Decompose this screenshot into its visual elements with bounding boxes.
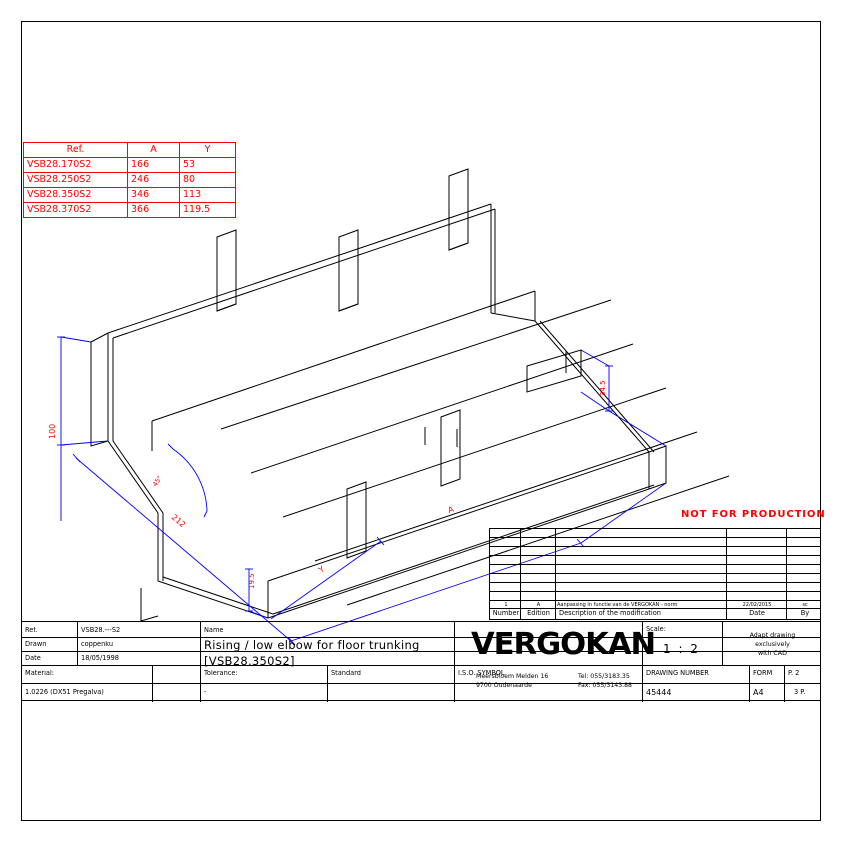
- ref-value: VSB28.---S2: [81, 627, 121, 634]
- tb-vline-name: [200, 622, 201, 702]
- ref-table-header-y: Y: [179, 142, 236, 158]
- company-address: Meersbloem Melden 16 9700 Oudenaarde: [476, 672, 548, 690]
- page-value: 3 P.: [794, 689, 806, 696]
- revision-col-divider-4: [786, 529, 787, 619]
- tb-vline-scale: [642, 622, 643, 702]
- revision-edition: A: [536, 602, 541, 608]
- fax: Fax: 055/3143.88: [578, 682, 632, 689]
- revision-date: 22/02/2015: [742, 602, 772, 608]
- revision-header-description: Description of the modification: [559, 609, 661, 617]
- table-row: VSB28.250S2 246 80: [23, 172, 236, 188]
- revision-header-edition: Edition: [527, 609, 550, 617]
- table-row: VSB28.370S2 366 119.5: [23, 202, 236, 218]
- ref-cell-a: 246: [127, 172, 180, 188]
- revision-header-date: Date: [749, 609, 765, 617]
- date-label: Date: [25, 655, 41, 662]
- tb-vline-page2: [784, 683, 785, 702]
- scale-value: 1 : 2: [663, 642, 700, 656]
- ref-cell-y: 53: [179, 157, 236, 173]
- revision-header-number: Number: [492, 609, 520, 617]
- revision-col-divider-3: [726, 529, 727, 619]
- tb-vline-form: [749, 665, 750, 702]
- ref-label: Ref.: [25, 627, 38, 634]
- revision-data-row: 1 A Aanpassing in functie van de VERGOKA…: [490, 600, 820, 610]
- tb-vline-mat: [152, 665, 153, 702]
- tolerance-value: -: [204, 689, 207, 696]
- revision-empty-row: [490, 538, 820, 548]
- revision-col-divider-1: [520, 529, 521, 619]
- address-line-1: Meersbloem Melden 16: [476, 673, 549, 680]
- tb-vline-tol: [327, 665, 328, 702]
- adapt-note-line2: exclusively: [755, 641, 790, 648]
- adapt-note-line1: Adapt drawing: [749, 632, 796, 639]
- revision-empty-row: [490, 600, 820, 610]
- tolerance-label: Tolerance:: [204, 670, 238, 677]
- tb-hline-page: [784, 683, 820, 684]
- table-row: VSB28.350S2 346 113: [23, 187, 236, 203]
- ref-table-header-row: Ref. A Y: [23, 142, 236, 158]
- iso-symbol-label: I.S.O. SYMBOL: [458, 670, 505, 677]
- address-line-2: 9700 Oudenaarde: [476, 682, 532, 689]
- revision-header-row: Number Edition Description of the modifi…: [490, 608, 820, 619]
- ref-cell-y: 113: [179, 187, 236, 203]
- revision-empty-row: [490, 556, 820, 566]
- ref-cell-y: 119.5: [179, 202, 236, 218]
- revision-header-by: By: [800, 609, 810, 617]
- tb-hline-1: [22, 637, 820, 638]
- revision-description: Aanpassing in functie van de VERGOKAN - …: [557, 602, 678, 608]
- tb-vline-logo: [454, 622, 455, 702]
- ref-cell-ref: VSB28.250S2: [23, 172, 128, 188]
- part-name-line1: Rising / low elbow for floor trunking: [204, 638, 420, 652]
- tb-hline-4: [22, 683, 820, 684]
- ref-table-header-a: A: [127, 142, 180, 158]
- revision-empty-row: [490, 592, 820, 602]
- revision-col-divider-2: [555, 529, 556, 619]
- form-value: A4: [753, 689, 764, 697]
- standard-label: Standard: [331, 670, 361, 677]
- revision-empty-row: [490, 565, 820, 575]
- telephone: Tel: 055/3183.35: [578, 673, 630, 680]
- material-value: 1.0226 (DX51 Pregalva): [25, 689, 104, 696]
- revision-grid: [490, 529, 820, 619]
- ref-cell-y: 80: [179, 172, 236, 188]
- reference-table: Ref. A Y VSB28.170S2 166 53 VSB28.250S2 …: [23, 142, 236, 218]
- drawing-number-value: 45444: [646, 689, 672, 697]
- revision-empty-row: [490, 547, 820, 557]
- revision-empty-row: [490, 529, 820, 539]
- tb-hline-3: [22, 665, 820, 666]
- revision-empty-row: [490, 574, 820, 584]
- revision-block: 1 A Aanpassing in functie van de VERGOKA…: [489, 528, 821, 620]
- tb-hline-2: [22, 651, 820, 652]
- table-row: VSB28.170S2 166 53: [23, 157, 236, 173]
- page-label: P. 2: [788, 670, 800, 677]
- revision-number: 1: [504, 602, 508, 608]
- drawn-label: Drawn: [25, 641, 47, 648]
- company-contact: Tel: 055/3183.35 Fax: 055/3143.88: [578, 672, 632, 690]
- revision-empty-row: [490, 583, 820, 593]
- adapt-note-line3: with CAD: [758, 650, 787, 657]
- not-for-production-warning: NOT FOR PRODUCTION: [681, 509, 826, 520]
- company-logo: VERGOKAN: [471, 627, 656, 662]
- tb-vline-ref: [77, 622, 78, 665]
- ref-cell-a: 166: [127, 157, 180, 173]
- ref-cell-ref: VSB28.350S2: [23, 187, 128, 203]
- tb-vline-adapt: [722, 622, 723, 665]
- ref-table-header-ref: Ref.: [23, 142, 128, 158]
- ref-cell-ref: VSB28.170S2: [23, 157, 128, 173]
- material-label: Material:: [25, 670, 55, 677]
- date-value: 18/05/1998: [81, 655, 120, 662]
- title-block: Ref. VSB28.---S2 Drawn coppenku Date 18/…: [21, 621, 821, 702]
- drawn-value: coppenku: [81, 641, 114, 648]
- name-label: Name: [204, 627, 224, 634]
- form-label: FORM: [753, 670, 773, 677]
- revision-by: sc: [802, 602, 808, 608]
- ref-cell-a: 346: [127, 187, 180, 203]
- scale-label: Scale:: [646, 626, 666, 633]
- part-name-line2: [VSB28.350S2]: [204, 654, 295, 668]
- drawing-number-label: DRAWING NUMBER: [646, 670, 709, 677]
- sheet-border: [21, 21, 821, 821]
- ref-cell-a: 366: [127, 202, 180, 218]
- ref-cell-ref: VSB28.370S2: [23, 202, 128, 218]
